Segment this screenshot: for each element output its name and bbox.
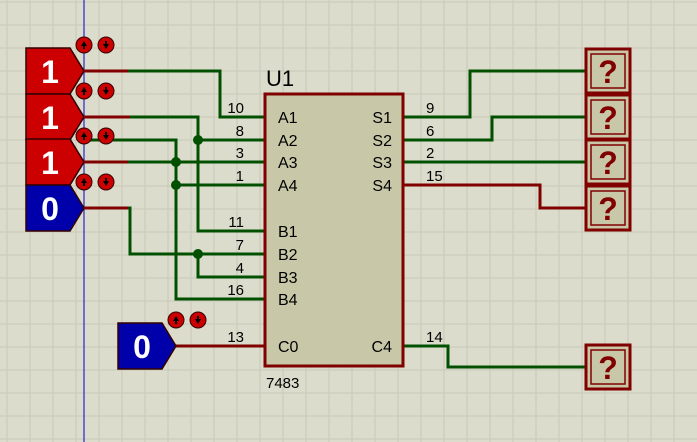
pin-label-a2: A2: [278, 133, 298, 150]
probe-body[interactable]: [584, 138, 632, 186]
pin-number: 6: [426, 123, 434, 140]
up-arrow-icon[interactable]: [167, 311, 185, 329]
probe-body[interactable]: [584, 184, 632, 232]
logic-probe-5[interactable]: ?: [584, 343, 632, 391]
pin-number: 2: [426, 145, 434, 162]
pin-label-a1: A1: [278, 110, 298, 127]
pin-label-a3: A3: [278, 155, 298, 172]
pin-label-b2: B2: [278, 247, 298, 264]
junction-dot: [171, 180, 181, 190]
logic-state-value: 0: [41, 191, 59, 227]
up-arrow-icon[interactable]: [75, 82, 93, 100]
down-arrow-icon[interactable]: [97, 127, 115, 145]
up-arrow-icon[interactable]: [75, 36, 93, 54]
pin-number: 14: [426, 329, 443, 346]
probe-inner-frame: [590, 53, 626, 89]
pin-number: 9: [426, 100, 434, 117]
probe-value: ?: [598, 54, 618, 90]
wire-s2[interactable]: [403, 115, 586, 142]
down-arrow-icon[interactable]: [97, 82, 115, 100]
probe-inner-frame: [590, 144, 626, 180]
junction-dot: [171, 157, 181, 167]
pin-number: 8: [236, 123, 244, 140]
pin-label-c0: C0: [278, 339, 299, 356]
pin-number: 3: [236, 145, 244, 162]
pin-number: 10: [227, 100, 244, 117]
pin-number: 1: [236, 168, 244, 185]
pin-number: 15: [426, 168, 443, 185]
pin-label-s3: S3: [372, 155, 392, 172]
probe-inner-frame: [590, 190, 626, 226]
chip-body[interactable]: [263, 92, 405, 368]
logic-state-value: 1: [41, 54, 59, 90]
probe-body[interactable]: [584, 93, 632, 141]
logic-state-3[interactable]: 1: [25, 127, 115, 186]
logic-state-body[interactable]: [117, 322, 177, 370]
logic-state-body[interactable]: [25, 47, 85, 95]
pin-label-b1: B1: [278, 224, 298, 241]
probe-inner-frame: [590, 99, 626, 135]
pin-label-s2: S2: [372, 133, 392, 150]
probe-value: ?: [598, 191, 618, 227]
down-arrow-icon[interactable]: [97, 36, 115, 54]
logic-state-body[interactable]: [25, 138, 85, 186]
logic-probe-1[interactable]: ?: [584, 47, 632, 95]
wire-a4[interactable]: [84, 138, 265, 187]
pin-label-b4: B4: [278, 292, 298, 309]
up-arrow-icon[interactable]: [75, 127, 93, 145]
probe-value: ?: [598, 145, 618, 181]
logic-state-1[interactable]: 1: [25, 36, 115, 95]
probe-inner-frame: [590, 349, 626, 385]
pin-number: 13: [227, 329, 244, 346]
probe-value: ?: [598, 100, 618, 136]
junction-dot: [193, 249, 203, 259]
logic-state-value: 1: [41, 100, 59, 136]
chip-part-label: 7483: [266, 375, 299, 392]
wire-a2b[interactable]: [130, 115, 265, 142]
probe-value: ?: [598, 350, 618, 386]
down-arrow-icon[interactable]: [189, 311, 207, 329]
logic-state-value: 1: [41, 145, 59, 181]
chip-ref-label: U1: [266, 66, 294, 91]
probe-body[interactable]: [584, 343, 632, 391]
pin-label-b3: B3: [278, 270, 298, 287]
pin-number: 7: [236, 237, 244, 254]
wire-s1[interactable]: [403, 69, 586, 119]
junction-dot: [193, 135, 203, 145]
wire-s4[interactable]: [403, 183, 586, 210]
wire-b4[interactable]: [174, 162, 265, 301]
pin-number: 16: [227, 282, 244, 299]
down-arrow-icon[interactable]: [97, 173, 115, 191]
logic-probes: ?????: [584, 47, 632, 391]
logic-probe-2[interactable]: ?: [584, 93, 632, 141]
logic-probe-4[interactable]: ?: [584, 184, 632, 232]
logic-state-5[interactable]: 0: [117, 311, 207, 370]
up-arrow-icon[interactable]: [75, 173, 93, 191]
wire-c4[interactable]: [403, 344, 586, 369]
logic-state-value: 0: [133, 329, 151, 365]
logic-probe-3[interactable]: ?: [584, 138, 632, 186]
logic-state-4[interactable]: 0: [25, 173, 115, 232]
logic-state-2[interactable]: 1: [25, 82, 115, 141]
probe-body[interactable]: [584, 47, 632, 95]
pin-number: 4: [236, 260, 244, 277]
wire-a1[interactable]: [84, 69, 265, 119]
pin-label-s4: S4: [372, 178, 392, 195]
logic-state-inputs: 1 1 1 0 0: [25, 36, 207, 370]
pin-label-a4: A4: [278, 178, 298, 195]
logic-state-body[interactable]: [25, 184, 85, 232]
pin-label-c4: C4: [372, 339, 393, 356]
pin-number: 11: [228, 214, 244, 231]
pin-label-s1: S1: [372, 110, 392, 127]
wire-b3[interactable]: [196, 254, 265, 279]
wire-b1[interactable]: [196, 140, 265, 233]
logic-state-body[interactable]: [25, 93, 85, 141]
